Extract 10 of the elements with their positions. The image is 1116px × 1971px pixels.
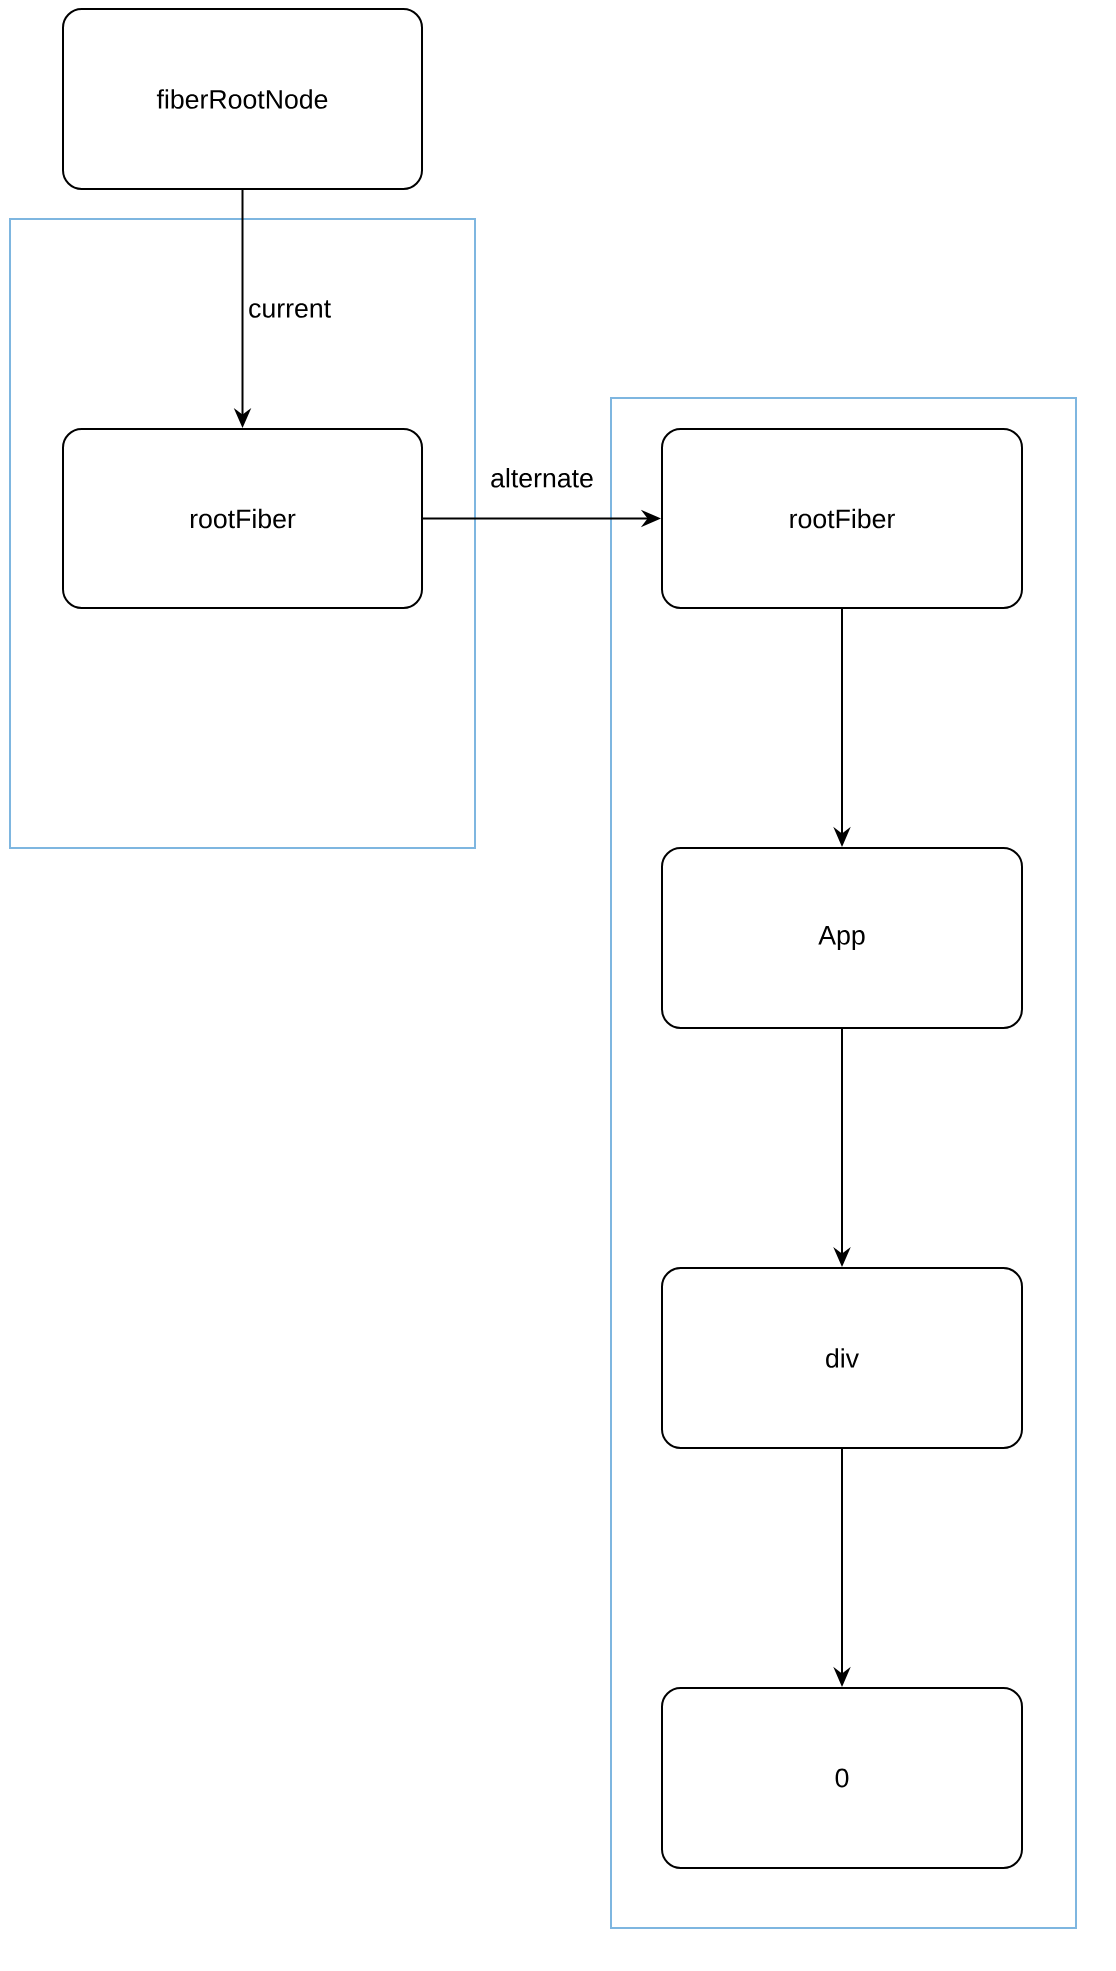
process-box: rootFiber xyxy=(661,428,1023,609)
group-frame xyxy=(9,218,476,849)
process-box: div xyxy=(661,1267,1023,1449)
group-frame xyxy=(610,397,1077,1929)
process-box: fiberRootNode xyxy=(62,8,423,190)
process-box: 0 xyxy=(661,1687,1023,1869)
edge-label: alternate xyxy=(488,466,596,489)
process-box: rootFiber xyxy=(62,428,423,609)
edge-label: current xyxy=(246,298,333,320)
process-box: App xyxy=(661,847,1023,1029)
